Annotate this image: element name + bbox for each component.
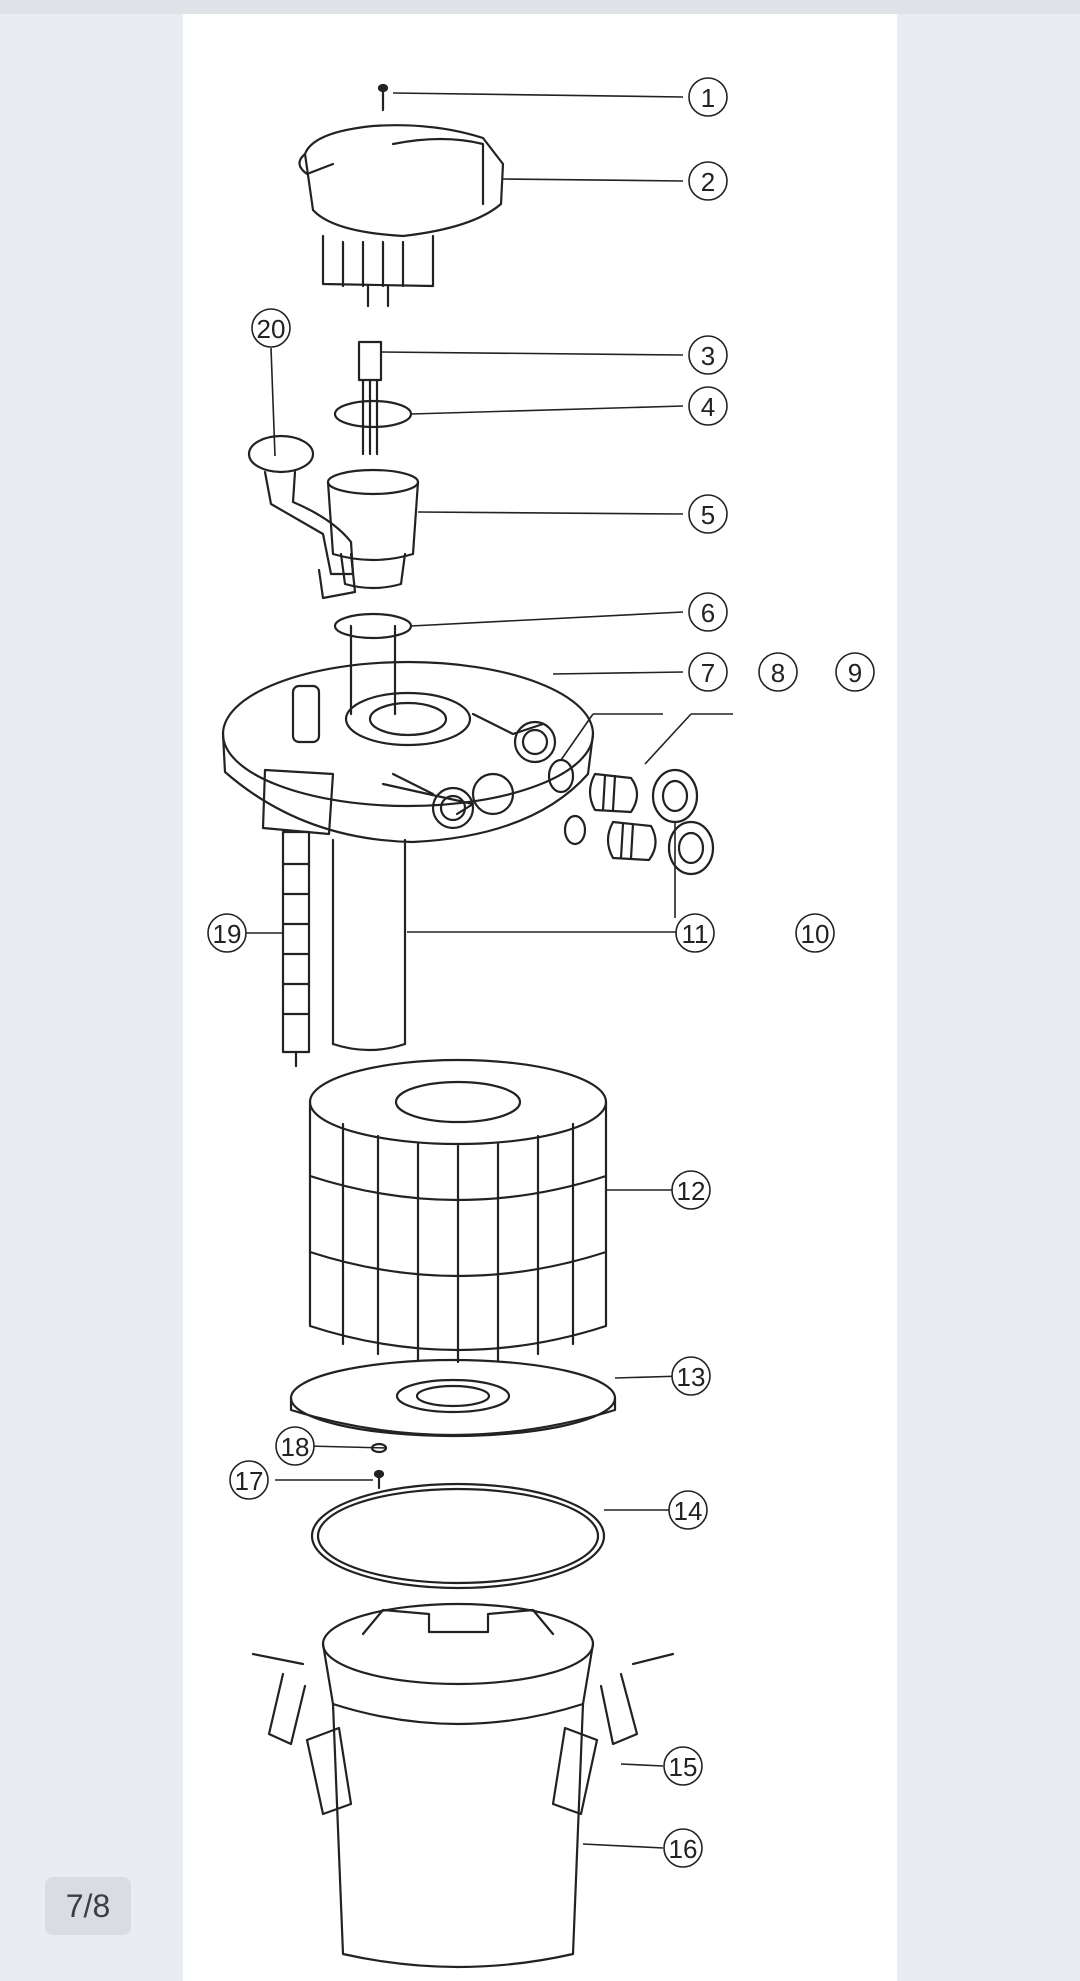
svg-text:18: 18 [281, 1432, 310, 1462]
part-lid-outlets [391, 712, 557, 830]
callout-12: 12 [671, 1170, 711, 1210]
svg-text:9: 9 [848, 658, 862, 688]
svg-text:5: 5 [701, 500, 715, 530]
svg-text:16: 16 [669, 1834, 698, 1864]
svg-text:6: 6 [701, 598, 715, 628]
part-crank-handle [247, 434, 357, 600]
part-o-ring-medium [333, 612, 413, 640]
callout-7: 7 [688, 652, 728, 692]
part-lid [221, 624, 595, 844]
callout-18: 18 [275, 1426, 315, 1466]
part-filter-foams [308, 1058, 608, 1364]
part-screw [377, 83, 389, 112]
part-sleeve-holder [326, 468, 420, 590]
part-small-screw [373, 1469, 385, 1490]
part-cleaning-rod [281, 830, 311, 1068]
svg-text:17: 17 [235, 1466, 264, 1496]
part-top-cap [298, 124, 505, 308]
part-union-nut-10 [651, 768, 699, 824]
callout-9: 9 [835, 652, 875, 692]
callout-1: 1 [688, 77, 728, 117]
part-canister-housing [251, 1602, 675, 1969]
svg-text:20: 20 [257, 314, 286, 344]
part-union-nut-lower [667, 820, 715, 876]
svg-text:8: 8 [771, 658, 785, 688]
svg-text:11: 11 [682, 919, 709, 949]
callout-19: 19 [207, 913, 247, 953]
top-status-strip [0, 0, 1080, 14]
callout-2: 2 [688, 161, 728, 201]
callout-15: 15 [663, 1746, 703, 1786]
callout-11: 11 [675, 913, 715, 953]
svg-text:1: 1 [701, 83, 715, 113]
svg-text:19: 19 [213, 919, 242, 949]
part-o-ring-small [333, 399, 413, 429]
part-central-tube [331, 838, 407, 1052]
svg-text:14: 14 [674, 1496, 703, 1526]
callout-13: 13 [671, 1356, 711, 1396]
callouts: 1 2 3 4 5 6 7 8 9 10 11 12 13 14 15 16 1… [207, 77, 875, 1868]
callout-17: 17 [229, 1460, 269, 1500]
svg-text:15: 15 [669, 1752, 698, 1782]
callout-6: 6 [688, 592, 728, 632]
svg-text:3: 3 [701, 341, 715, 371]
svg-text:2: 2 [701, 167, 715, 197]
part-o-ring-8 [547, 758, 575, 794]
callout-10: 10 [795, 913, 835, 953]
callout-14: 14 [668, 1490, 708, 1530]
part-hose-tail-9 [588, 772, 639, 814]
callout-8: 8 [758, 652, 798, 692]
leader-lines [244, 92, 733, 1849]
svg-text:7: 7 [701, 658, 715, 688]
part-uv-lamp [357, 340, 383, 456]
exploded-view-diagram: 1 2 3 4 5 6 7 8 9 10 11 12 13 14 15 16 1… [207, 77, 875, 1969]
svg-text:10: 10 [801, 919, 830, 949]
page-counter-badge: 7/8 [45, 1877, 131, 1935]
image-viewer[interactable]: 1 2 3 4 5 6 7 8 9 10 11 12 13 14 15 16 1… [0, 14, 1080, 1981]
callout-3: 3 [688, 335, 728, 375]
svg-text:4: 4 [701, 392, 715, 422]
part-large-o-ring [310, 1482, 606, 1590]
part-base-plate [289, 1358, 617, 1438]
document-page: 1 2 3 4 5 6 7 8 9 10 11 12 13 14 15 16 1… [183, 14, 897, 1981]
callout-20: 20 [251, 308, 291, 348]
callout-16: 16 [663, 1828, 703, 1868]
svg-text:12: 12 [677, 1176, 706, 1206]
part-hose-tail-lower [606, 820, 657, 862]
callout-4: 4 [688, 386, 728, 426]
callout-5: 5 [688, 494, 728, 534]
svg-text:13: 13 [677, 1362, 706, 1392]
